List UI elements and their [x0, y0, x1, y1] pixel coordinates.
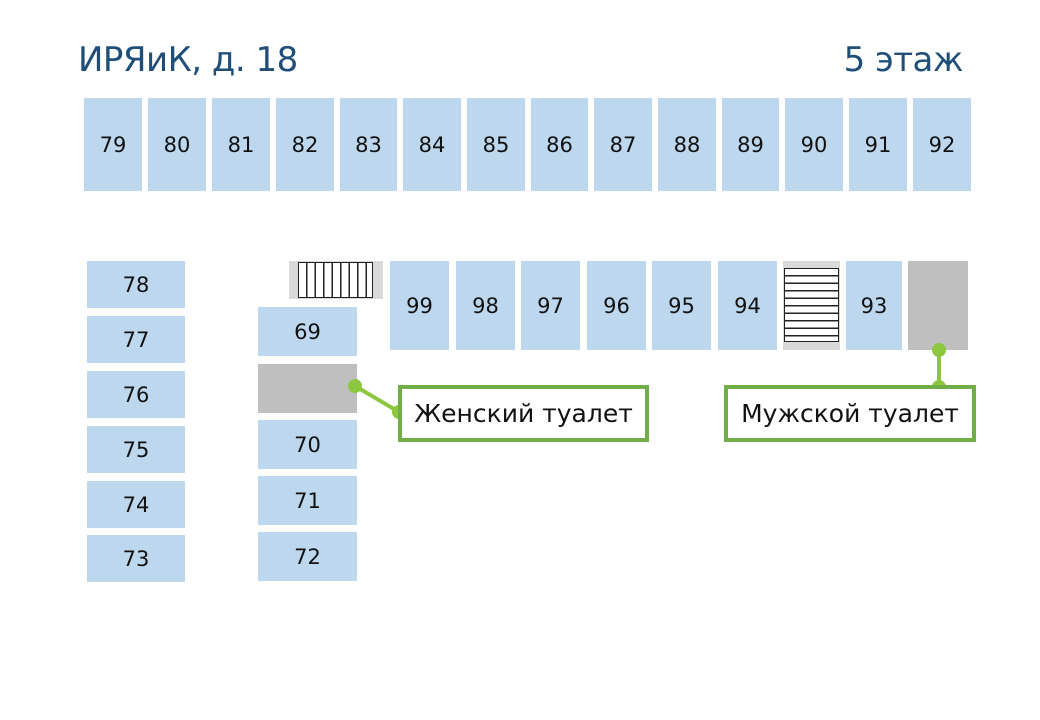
- room-94[interactable]: 94: [718, 261, 777, 350]
- room-93[interactable]: 93: [846, 261, 902, 350]
- building-title: ИРЯиК, д. 18: [78, 40, 298, 80]
- room-80[interactable]: 80: [148, 98, 206, 191]
- room-73[interactable]: 73: [87, 535, 185, 582]
- floor-title: 5 этаж: [843, 40, 964, 80]
- room-87[interactable]: 87: [594, 98, 652, 191]
- mens-toilet-label: Мужской туалет: [724, 385, 976, 442]
- room-74[interactable]: 74: [87, 481, 185, 528]
- room-97[interactable]: 97: [521, 261, 580, 350]
- room-78[interactable]: 78: [87, 261, 185, 308]
- womens-toilet-room[interactable]: [258, 364, 357, 413]
- womens-toilet-label: Женский туалет: [398, 385, 649, 442]
- room-85[interactable]: 85: [467, 98, 525, 191]
- room-98[interactable]: 98: [456, 261, 515, 350]
- stairs-icon: [298, 262, 373, 298]
- room-70[interactable]: 70: [258, 420, 357, 469]
- room-90[interactable]: 90: [785, 98, 843, 191]
- room-92[interactable]: 92: [913, 98, 971, 191]
- room-99[interactable]: 99: [390, 261, 449, 350]
- room-76[interactable]: 76: [87, 371, 185, 418]
- room-75[interactable]: 75: [87, 426, 185, 473]
- mens-connector-dot: [932, 343, 946, 357]
- room-83[interactable]: 83: [340, 98, 397, 191]
- room-71[interactable]: 71: [258, 476, 357, 525]
- mens-toilet-room[interactable]: [908, 261, 968, 350]
- room-89[interactable]: 89: [722, 98, 779, 191]
- stairs-icon: [784, 268, 839, 342]
- room-88[interactable]: 88: [658, 98, 716, 191]
- womens-connector-dot: [348, 379, 362, 393]
- room-95[interactable]: 95: [652, 261, 711, 350]
- room-79[interactable]: 79: [84, 98, 142, 191]
- room-96[interactable]: 96: [587, 261, 646, 350]
- room-72[interactable]: 72: [258, 532, 357, 581]
- room-86[interactable]: 86: [531, 98, 588, 191]
- room-81[interactable]: 81: [212, 98, 270, 191]
- room-91[interactable]: 91: [849, 98, 907, 191]
- room-69[interactable]: 69: [258, 307, 357, 356]
- room-77[interactable]: 77: [87, 316, 185, 363]
- womens-connector-line: [353, 384, 401, 414]
- room-84[interactable]: 84: [403, 98, 461, 191]
- room-82[interactable]: 82: [276, 98, 334, 191]
